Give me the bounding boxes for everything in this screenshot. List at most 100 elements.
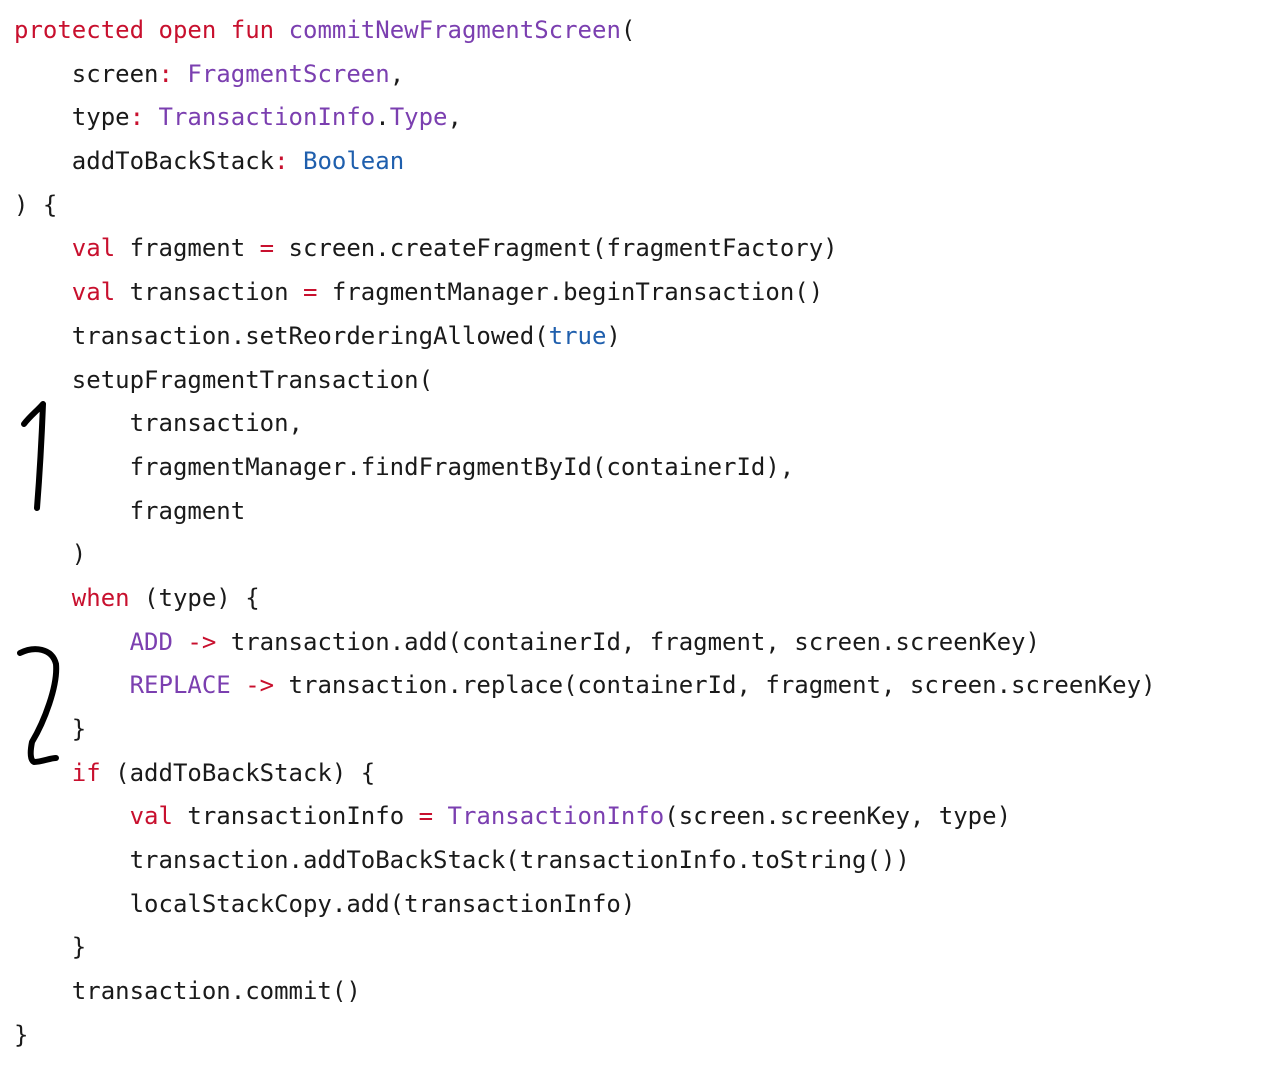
code-line: } — [14, 926, 1274, 970]
code-token: transaction.replace(containerId, fragmen… — [274, 671, 1156, 700]
code-indent — [14, 540, 72, 568]
code-line: transaction.setReorderingAllowed(true) — [14, 315, 1274, 359]
code-token: ) — [71, 540, 87, 569]
code-token: -> — [187, 627, 217, 656]
code-line: transaction, — [14, 402, 1274, 446]
code-indent — [14, 497, 130, 525]
code-line: localStackCopy.add(transactionInfo) — [14, 883, 1274, 927]
code-token: screen.createFragment(fragmentFactory) — [274, 234, 838, 263]
code-line: val fragment = screen.createFragment(fra… — [14, 227, 1274, 271]
code-token: fragment — [129, 496, 246, 525]
code-indent — [14, 628, 130, 656]
code-line: protected open fun commitNewFragmentScre… — [14, 9, 1274, 53]
code-token: TransactionInfo — [158, 103, 376, 132]
code-line: } — [14, 708, 1274, 752]
code-indent — [14, 366, 72, 394]
code-indent — [14, 671, 130, 699]
code-token: fragment — [115, 234, 260, 263]
code-line: ADD -> transaction.add(containerId, frag… — [14, 621, 1274, 665]
code-token: fragmentManager.beginTransaction() — [317, 278, 824, 307]
code-indent — [14, 933, 72, 961]
code-line: setupFragmentTransaction( — [14, 359, 1274, 403]
code-indent — [14, 60, 72, 88]
code-indent — [14, 715, 72, 743]
code-token — [144, 103, 158, 131]
code-view: protected open fun commitNewFragmentScre… — [14, 9, 1274, 1058]
code-token: FragmentScreen — [187, 59, 390, 88]
code-token: if — [71, 758, 101, 787]
code-line: fragmentManager.findFragmentById(contain… — [14, 446, 1274, 490]
code-token: val — [129, 802, 173, 831]
code-token: (type) { — [129, 583, 260, 612]
code-token: transaction — [115, 278, 303, 307]
code-token: } — [71, 933, 87, 962]
code-token: transaction.addToBackStack(transactionIn… — [129, 846, 910, 875]
code-token — [274, 16, 288, 44]
code-line: ) { — [14, 184, 1274, 228]
code-token: , — [389, 59, 405, 88]
code-line: screen: FragmentScreen, — [14, 53, 1274, 97]
code-token: setupFragmentTransaction( — [71, 365, 434, 394]
code-line: transaction.addToBackStack(transactionIn… — [14, 839, 1274, 883]
code-token: = — [303, 278, 318, 307]
code-token: ) — [606, 321, 621, 350]
code-indent — [14, 584, 72, 612]
code-token: (screen.screenKey, type) — [664, 802, 1012, 831]
code-token: transaction.commit() — [71, 977, 361, 1006]
code-token — [173, 628, 187, 656]
code-token: when — [71, 583, 130, 612]
code-token: = — [418, 802, 434, 831]
code-token: } — [71, 715, 87, 743]
code-token: transaction.add(containerId, fragment, s… — [216, 627, 1040, 656]
code-token: transactionInfo — [172, 802, 419, 831]
code-token: fun — [230, 16, 275, 44]
code-token: : — [274, 147, 289, 176]
code-indent — [14, 234, 72, 262]
code-line: } — [14, 1014, 1274, 1058]
code-indent — [14, 278, 72, 306]
code-token: Type — [389, 103, 448, 132]
code-token: type — [71, 103, 130, 132]
code-indent — [14, 409, 130, 437]
code-line: ) — [14, 533, 1274, 577]
code-indent — [14, 147, 72, 175]
code-line: val transactionInfo = TransactionInfo(sc… — [14, 795, 1274, 839]
code-indent — [14, 453, 130, 481]
code-token — [173, 60, 187, 88]
code-token: val — [71, 278, 116, 307]
code-token: , — [447, 103, 462, 132]
code-token — [433, 802, 447, 830]
code-token: -> — [245, 671, 275, 700]
code-token: = — [259, 234, 275, 263]
code-line: val transaction = fragmentManager.beginT… — [14, 271, 1274, 315]
code-token: fragmentManager.findFragmentById(contain… — [129, 452, 795, 481]
code-token: (addToBackStack) { — [100, 758, 376, 787]
code-token: true — [548, 321, 607, 350]
code-line: REPLACE -> transaction.replace(container… — [14, 664, 1274, 708]
code-token — [231, 671, 245, 699]
code-token: protected — [14, 16, 145, 44]
code-token: . — [375, 103, 390, 132]
code-indent — [14, 890, 130, 918]
code-indent — [14, 759, 72, 787]
code-token: transaction.setReorderingAllowed( — [71, 321, 549, 350]
code-indent — [14, 322, 72, 350]
code-token: ADD — [129, 627, 173, 656]
code-token: open — [158, 16, 217, 44]
code-indent — [14, 802, 130, 830]
code-token: commitNewFragmentScreen — [288, 16, 621, 44]
code-indent — [14, 977, 72, 1005]
code-token — [144, 16, 158, 44]
code-line: if (addToBackStack) { — [14, 752, 1274, 796]
code-line: fragment — [14, 490, 1274, 534]
code-token: TransactionInfo — [447, 802, 665, 831]
code-token: } — [14, 1020, 29, 1049]
code-token: transaction, — [129, 409, 303, 438]
code-token: REPLACE — [129, 671, 231, 700]
code-line: transaction.commit() — [14, 970, 1274, 1014]
code-indent — [14, 103, 72, 131]
code-token: Boolean — [303, 147, 405, 176]
code-token: : — [129, 103, 145, 132]
code-token: ) { — [14, 190, 58, 219]
code-token: ( — [620, 16, 636, 44]
